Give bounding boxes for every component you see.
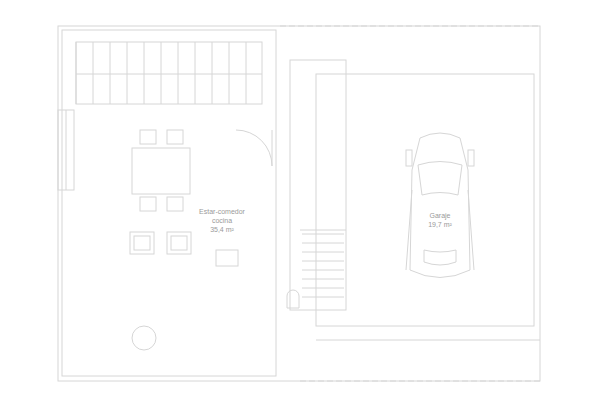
stair-step (302, 270, 344, 271)
stair-step (302, 234, 344, 235)
cabinet-line (93, 42, 94, 104)
cabinet-line (212, 42, 213, 104)
stair-step (302, 243, 344, 244)
cabinet-line (110, 42, 111, 104)
room-label: 19,7 m² (428, 221, 452, 229)
cabinet-line (246, 42, 247, 104)
stair-step (302, 252, 344, 253)
room-label: 35,4 m² (210, 226, 234, 234)
stair-step (302, 297, 344, 298)
cabinet-line (161, 42, 162, 104)
cabinet-line (178, 42, 179, 104)
cabinet-line (144, 42, 145, 104)
stair-step (302, 288, 344, 289)
cabinet-line (229, 42, 230, 104)
cabinet-line (127, 42, 128, 104)
room-label: Estar-comedor (199, 208, 245, 216)
room-label: cocina (212, 217, 232, 225)
room-label: Garaje (429, 212, 450, 220)
stair-step (302, 279, 344, 280)
stair-step (302, 261, 344, 262)
cabinet-line (76, 42, 77, 104)
cabinet-line (195, 42, 196, 104)
